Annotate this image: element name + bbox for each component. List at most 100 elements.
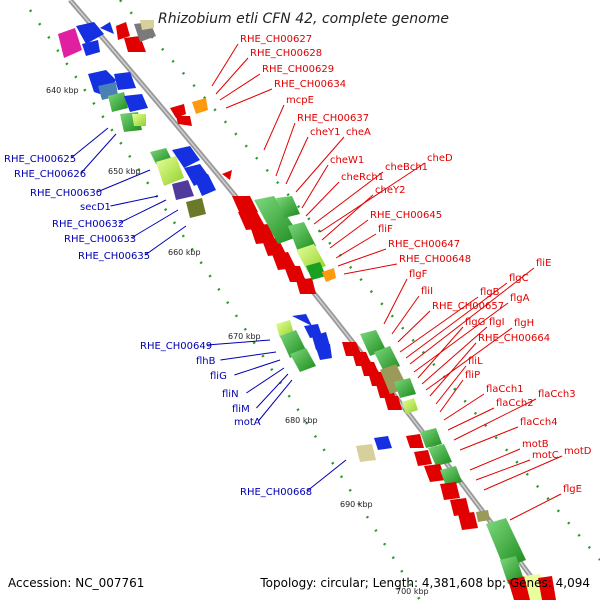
leader-line bbox=[329, 219, 369, 249]
leader-line bbox=[258, 379, 293, 422]
gene-feature bbox=[108, 92, 128, 112]
gene-feature bbox=[458, 512, 478, 530]
gene-label: flaCch4 bbox=[520, 417, 558, 428]
leader-line bbox=[130, 209, 179, 239]
gene-feature bbox=[486, 518, 526, 568]
leader-line bbox=[295, 136, 345, 193]
gene-feature bbox=[132, 114, 146, 126]
leader-line bbox=[421, 326, 488, 385]
gene-feature bbox=[316, 344, 332, 360]
gene-label: cheD bbox=[427, 153, 453, 164]
gene-feature bbox=[114, 72, 136, 90]
gene-feature bbox=[170, 104, 186, 118]
gene-feature bbox=[384, 396, 402, 410]
gene-label: flaCch3 bbox=[538, 389, 576, 400]
gene-feature bbox=[476, 510, 490, 522]
leader-line bbox=[413, 302, 509, 373]
gene-label: fliF bbox=[378, 224, 393, 235]
gene-label: flgC bbox=[509, 273, 529, 284]
gene-label: fliP bbox=[465, 370, 480, 381]
gene-label: mcpE bbox=[286, 95, 314, 106]
gene-feature bbox=[100, 22, 114, 34]
genome-backbone-highlight bbox=[69, 0, 549, 600]
gene-feature bbox=[322, 268, 336, 282]
gene-label: cheY1 bbox=[310, 127, 340, 138]
outer-ruler bbox=[119, 0, 600, 561]
leader-line bbox=[285, 136, 309, 185]
gene-feature bbox=[402, 398, 418, 414]
inner-ruler bbox=[28, 9, 422, 600]
leader-line bbox=[263, 104, 285, 151]
leader-line bbox=[305, 181, 340, 217]
leader-line bbox=[459, 426, 519, 451]
blue-gene-labels: RHE_CH00625RHE_CH00626RHE_CH00630secD1RH… bbox=[4, 154, 312, 498]
gene-label: flgI bbox=[489, 317, 505, 328]
gene-feature bbox=[76, 22, 104, 44]
genome-summary: Topology: circular; Length: 4,381,608 bp… bbox=[259, 576, 590, 590]
leader-line bbox=[425, 327, 513, 391]
leader-line bbox=[409, 267, 535, 365]
leader-line bbox=[275, 122, 296, 177]
leader-line bbox=[70, 127, 109, 159]
leader-line bbox=[335, 233, 377, 259]
leader-line bbox=[429, 342, 477, 397]
accession: Accession: NC_007761 bbox=[8, 576, 144, 590]
gene-feature bbox=[374, 436, 392, 450]
gene-label: fliI bbox=[421, 286, 433, 297]
gene-label: RHE_CH00634 bbox=[274, 79, 346, 90]
gene-feature bbox=[284, 266, 306, 282]
gene-label: RHE_CH00637 bbox=[297, 113, 369, 124]
red-gene-labels: RHE_CH00627RHE_CH00628RHE_CH00629RHE_CH0… bbox=[240, 34, 592, 495]
tick-label: 650 kbp bbox=[108, 167, 141, 176]
gene-feature bbox=[290, 348, 316, 372]
tick-label: 690 kbp bbox=[340, 500, 373, 509]
tick-label: 670 kbp bbox=[228, 332, 261, 341]
leader-line bbox=[435, 365, 467, 405]
gene-label: fliL bbox=[468, 356, 483, 367]
gene-label: cheRch1 bbox=[341, 172, 384, 183]
gene-label: motB bbox=[522, 439, 549, 450]
gene-label: RHE_CH00629 bbox=[262, 64, 334, 75]
gene-feature bbox=[156, 156, 184, 186]
gene-feature bbox=[424, 464, 446, 482]
gene-label: RHE_CH00668 bbox=[240, 487, 312, 498]
gene-label: cheY2 bbox=[375, 185, 405, 196]
gene-feature bbox=[406, 434, 424, 448]
gene-feature bbox=[124, 94, 148, 112]
leader-line bbox=[220, 351, 277, 361]
leader-line bbox=[215, 57, 249, 95]
leader-line bbox=[256, 373, 289, 409]
gene-feature bbox=[500, 556, 524, 584]
gene-feature bbox=[440, 466, 462, 486]
gene-feature bbox=[58, 28, 82, 58]
gene-label: fliN bbox=[222, 389, 239, 400]
leader-line bbox=[337, 248, 387, 267]
gene-label: flgG bbox=[465, 317, 485, 328]
leader-line bbox=[469, 448, 521, 471]
gene-feature bbox=[288, 222, 316, 252]
gene-label: RHE_CH00635 bbox=[78, 251, 150, 262]
gene-feature bbox=[116, 22, 130, 40]
leader-line bbox=[246, 367, 285, 394]
leader-line bbox=[211, 43, 239, 87]
leader-line bbox=[96, 169, 151, 193]
gene-label: flaCch2 bbox=[496, 398, 534, 409]
tick-label: 660 kbp bbox=[168, 248, 201, 257]
gene-feature bbox=[254, 196, 300, 244]
leader-line bbox=[319, 162, 426, 233]
gene-feature bbox=[232, 196, 258, 214]
leader-line bbox=[301, 164, 329, 209]
gene-feature bbox=[176, 116, 192, 126]
leader-line bbox=[475, 459, 531, 481]
leader-line bbox=[443, 393, 485, 421]
gene-feature bbox=[306, 262, 326, 280]
gene-feature bbox=[414, 450, 432, 466]
gene-label: motD bbox=[564, 446, 592, 457]
leader-line bbox=[439, 379, 464, 413]
leader-line bbox=[483, 455, 563, 491]
gene-label: cheW1 bbox=[330, 155, 364, 166]
gene-label: secD1 bbox=[80, 202, 111, 213]
gene-label: flgA bbox=[510, 293, 530, 304]
gene-features bbox=[58, 20, 556, 600]
